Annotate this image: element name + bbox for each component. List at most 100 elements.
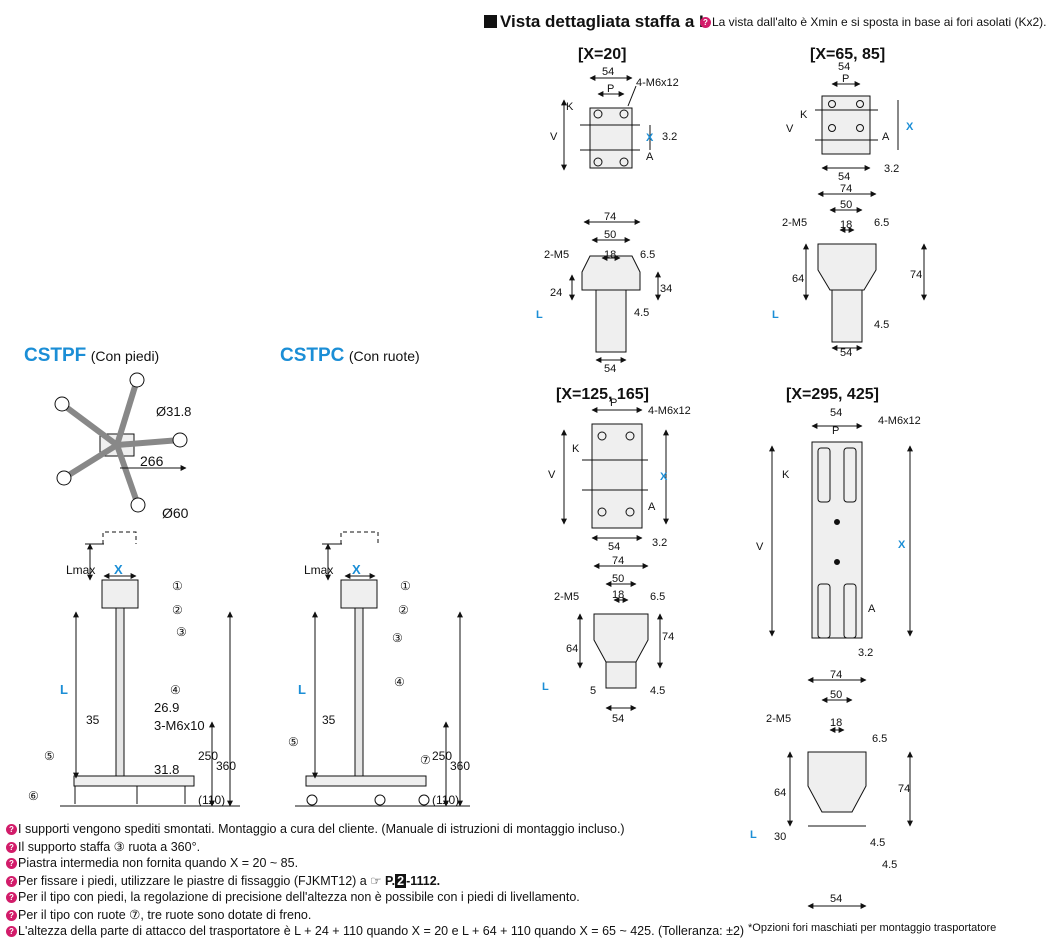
note-7: ?L'altezza della parte di attacco del tr…: [6, 924, 744, 938]
callout-cstpf-6: ⑥: [28, 789, 39, 803]
dim-x20-a: A: [646, 151, 654, 163]
callout-cstpc-2: ②: [398, 603, 409, 617]
dim-x295-6-5: 6.5: [872, 733, 887, 745]
dim-x65-top-width: 54: [838, 61, 850, 73]
model-title-cstpc: CSTPC (Con ruote): [280, 345, 420, 366]
dim-x65-54: 54: [838, 171, 850, 183]
dim-x295-p: P: [832, 425, 839, 437]
dim-x20-54: 54: [604, 363, 616, 375]
dim-cstpc-lmax: Lmax: [304, 563, 333, 577]
view-x295-top: [769, 423, 913, 639]
dim-x125-54: 54: [608, 541, 620, 553]
callout-cstpf-3: ③: [176, 625, 187, 639]
view-x125-front: [577, 563, 663, 711]
dim-x65-6-5: 6.5: [874, 217, 889, 229]
dim-cstpc-l: L: [298, 682, 306, 697]
dim-x125-l: L: [542, 681, 549, 693]
info-marker-icon: ?: [6, 858, 17, 870]
dim-x20-v: V: [550, 131, 558, 143]
section-subtitle: ?La vista dall'alto è Xmin e si sposta i…: [700, 15, 1046, 29]
dim-x125-k: K: [572, 443, 580, 455]
dim-x295-18: 18: [830, 717, 842, 729]
dim-x20-x: X: [646, 132, 654, 144]
view-x295-front: [787, 677, 913, 909]
dim-x65-18: 18: [840, 219, 852, 231]
dim-x65-a: A: [882, 131, 890, 143]
dim-x65-x: X: [906, 121, 914, 133]
callout-cstpc-1: ①: [400, 579, 411, 593]
view-x65-top: [815, 81, 899, 171]
dim-cstpc-35: 35: [322, 713, 336, 727]
dim-cstpc-250: 250: [432, 749, 452, 763]
callout-cstpf-4: ④: [170, 683, 181, 697]
callout-cstpc-4: ④: [394, 675, 405, 689]
dim-x295-74: 74: [830, 669, 842, 681]
section-title: Vista dettagliata staffa a L: [484, 12, 709, 32]
dim-x125-3-2: 3.2: [652, 537, 667, 549]
dim-x20-34: 34: [660, 283, 672, 295]
dim-cstpf-x: X: [114, 562, 123, 577]
dim-x65-74: 74: [840, 183, 852, 195]
view-title-x125: [X=125, 165]: [556, 386, 649, 403]
note-4: ?Per fissare i piedi, utilizzare le pias…: [6, 873, 440, 888]
drawing-sheet: Vista dettagliata staffa a L ?La vista d…: [6, 12, 1046, 938]
callout-cstpc-7: ⑦: [420, 753, 431, 767]
view-x20-top: [561, 75, 651, 171]
view-title-x65: [X=65, 85]: [810, 46, 886, 63]
dim-cstpc-x: X: [352, 562, 361, 577]
dim-cstpf-31-8: 31.8: [154, 762, 179, 777]
dim-x20-18: 18: [604, 249, 616, 261]
dim-x20-6-5: 6.5: [640, 249, 655, 261]
dim-x295-50: 50: [830, 689, 842, 701]
dim-x125-p: P: [610, 397, 617, 409]
dim-x65-4-5: 4.5: [874, 319, 889, 331]
cstpf-base-top-view: [54, 372, 188, 513]
dim-cstpc-110: (110): [432, 793, 459, 807]
dim-x295-64: 64: [774, 787, 786, 799]
dim-x125-m5: 2-M5: [554, 591, 579, 603]
dim-x65-m5: 2-M5: [782, 217, 807, 229]
callout-cstpc-3: ③: [392, 631, 403, 645]
note-1: ?I supporti vengono spediti smontati. Mo…: [6, 822, 625, 836]
dim-x295-3-2: 3.2: [858, 647, 873, 659]
dim-x295-74-side: 74: [898, 783, 910, 795]
dim-x65-64: 64: [792, 273, 804, 285]
dim-cstpf-m6x10: 3-M6x10: [154, 718, 205, 733]
square-bullet-icon: [484, 15, 497, 28]
dim-cstpc-360: 360: [450, 759, 470, 773]
dim-cstpf-266: 266: [140, 453, 164, 469]
model-title-cstpf: CSTPF (Con piedi): [24, 345, 160, 366]
page-ref-link[interactable]: P.2-1112.: [384, 874, 441, 888]
callout-cstpf-5: ⑤: [44, 749, 55, 763]
page-ref-icon: ☞: [370, 874, 382, 888]
view-x20-front: [569, 219, 661, 363]
info-marker-icon: ?: [6, 842, 17, 854]
dim-x125-a: A: [648, 501, 656, 513]
dim-x65-v: V: [786, 123, 794, 135]
dim-x295-x: X: [898, 539, 906, 551]
dim-cstpf-35: 35: [86, 713, 100, 727]
dim-x125-v: V: [548, 469, 556, 481]
dim-x125-4-5: 4.5: [650, 685, 665, 697]
note-2: ?Il supporto staffa ③ ruota a 360°.: [6, 839, 200, 854]
dim-x295-m6x12: 4-M6x12: [878, 415, 921, 427]
dim-cstpf-250: 250: [198, 749, 218, 763]
callout-cstpf-2: ②: [172, 603, 183, 617]
dim-x20-p: P: [607, 83, 614, 95]
dim-x295-top-width: 54: [830, 407, 842, 419]
dim-x295-k: K: [782, 469, 790, 481]
dim-cstpf-26-9: 26.9: [154, 700, 179, 715]
dim-x125-64: 64: [566, 643, 578, 655]
dim-x65-50: 50: [840, 199, 852, 211]
footnote: *Opzioni fori maschiati per montaggio tr…: [748, 922, 997, 934]
note-6: ?Per il tipo con ruote ⑦, tre ruote sono…: [6, 907, 311, 922]
dim-x65-l: L: [772, 309, 779, 321]
dim-x125-5: 5: [590, 685, 596, 697]
dim-x125-74-side: 74: [662, 631, 674, 643]
dim-x65-74-side: 74: [910, 269, 922, 281]
dim-cstpf-lmax: Lmax: [66, 563, 95, 577]
view-title-x20: [X=20]: [578, 46, 627, 63]
dim-x20-50: 50: [604, 229, 616, 241]
dim-x20-m5: 2-M5: [544, 249, 569, 261]
note-5: ?Per il tipo con piedi, la regolazione d…: [6, 890, 580, 904]
